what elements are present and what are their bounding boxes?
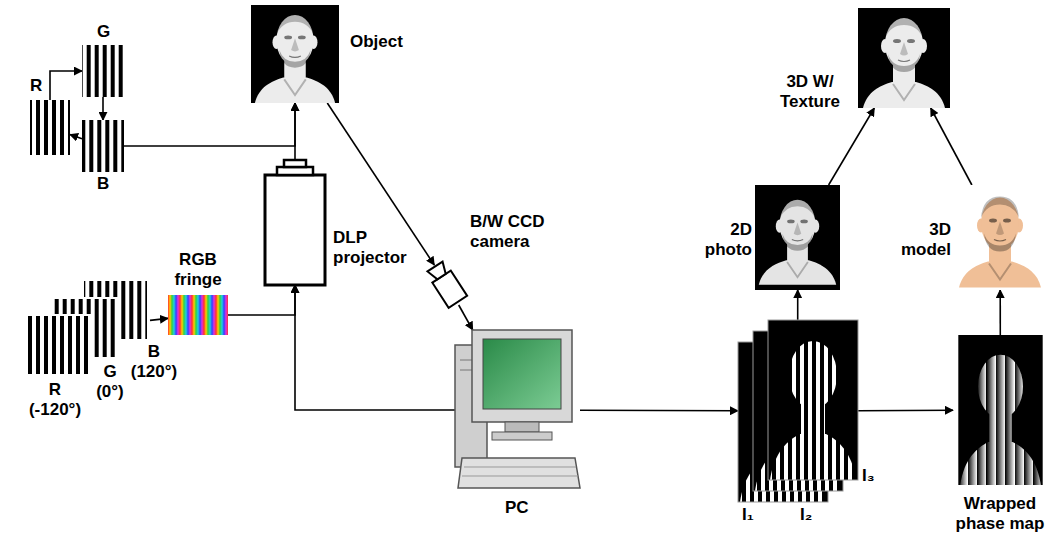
flow-arrow	[580, 409, 738, 411]
flow-arrow	[829, 108, 875, 185]
node-label: 3D W/ Texture	[770, 72, 850, 112]
flow-arrow	[228, 285, 295, 315]
node-label: 3D model	[893, 220, 951, 260]
node-label: DLP projector	[333, 228, 413, 268]
fringe-image	[82, 45, 124, 97]
node-label: Object	[350, 32, 403, 52]
model-image	[955, 185, 1045, 290]
captured-images	[738, 320, 858, 502]
figure-node: B/W CCD camera	[420, 265, 475, 305]
figure-node: PC	[455, 330, 580, 490]
flow-arrow	[124, 103, 295, 146]
computer-symbol	[455, 330, 580, 488]
photo-image	[755, 185, 840, 290]
camera-symbol	[426, 261, 467, 308]
node-label: PC	[505, 498, 529, 518]
node-label: I₁	[742, 505, 754, 525]
color-fringe	[168, 295, 228, 335]
flow-arrow	[999, 290, 1001, 335]
node-label: R (-120°)	[25, 380, 85, 420]
node-label: G (0°)	[92, 362, 128, 402]
node-label: 2D photo	[700, 220, 752, 260]
figure-node: Object	[251, 5, 339, 103]
node-label: RGB fringe	[160, 250, 236, 290]
fringe-image	[82, 120, 124, 172]
projector-symbol	[265, 160, 325, 285]
node-label: I₃	[862, 466, 875, 486]
figure-node: G	[82, 45, 124, 97]
node-label: B/W CCD camera	[470, 212, 560, 252]
flow-arrow	[70, 135, 82, 139]
figure-node: B	[82, 120, 124, 172]
fringe-image	[30, 100, 70, 155]
flow-arrow	[150, 318, 168, 320]
node-label: B	[97, 174, 109, 194]
node-label: B (120°)	[128, 342, 180, 382]
figure-node: R	[30, 100, 70, 155]
figure-node: 3D model	[955, 185, 1045, 290]
phase-map	[958, 335, 1042, 485]
flow-arrow	[459, 305, 473, 330]
node-label: Wrapped phase map	[945, 494, 1055, 534]
node-label: I₂	[800, 505, 812, 525]
flow-arrow	[50, 71, 82, 100]
figure-node: DLP projector	[265, 175, 325, 285]
textured-model	[858, 8, 950, 108]
node-label: G	[97, 22, 110, 42]
flow-arrow	[931, 108, 972, 185]
figure-node: 3D W/ Texture	[858, 8, 950, 108]
flow-arrow	[295, 285, 455, 410]
figure-node: 2D photo	[755, 185, 840, 290]
object-photo	[251, 5, 339, 103]
figure-node: RGB fringe	[168, 295, 228, 335]
flow-arrow	[102, 97, 104, 120]
flow-arrow	[797, 290, 799, 320]
figure-node: R (-120°)G (0°)B (120°)	[25, 280, 150, 375]
flow-arrow	[858, 409, 953, 411]
fringe-image	[25, 315, 90, 375]
figure-node: I₁I₂I₃	[738, 320, 858, 502]
node-label: R	[30, 76, 42, 96]
figure-node: Wrapped phase map	[953, 335, 1048, 485]
